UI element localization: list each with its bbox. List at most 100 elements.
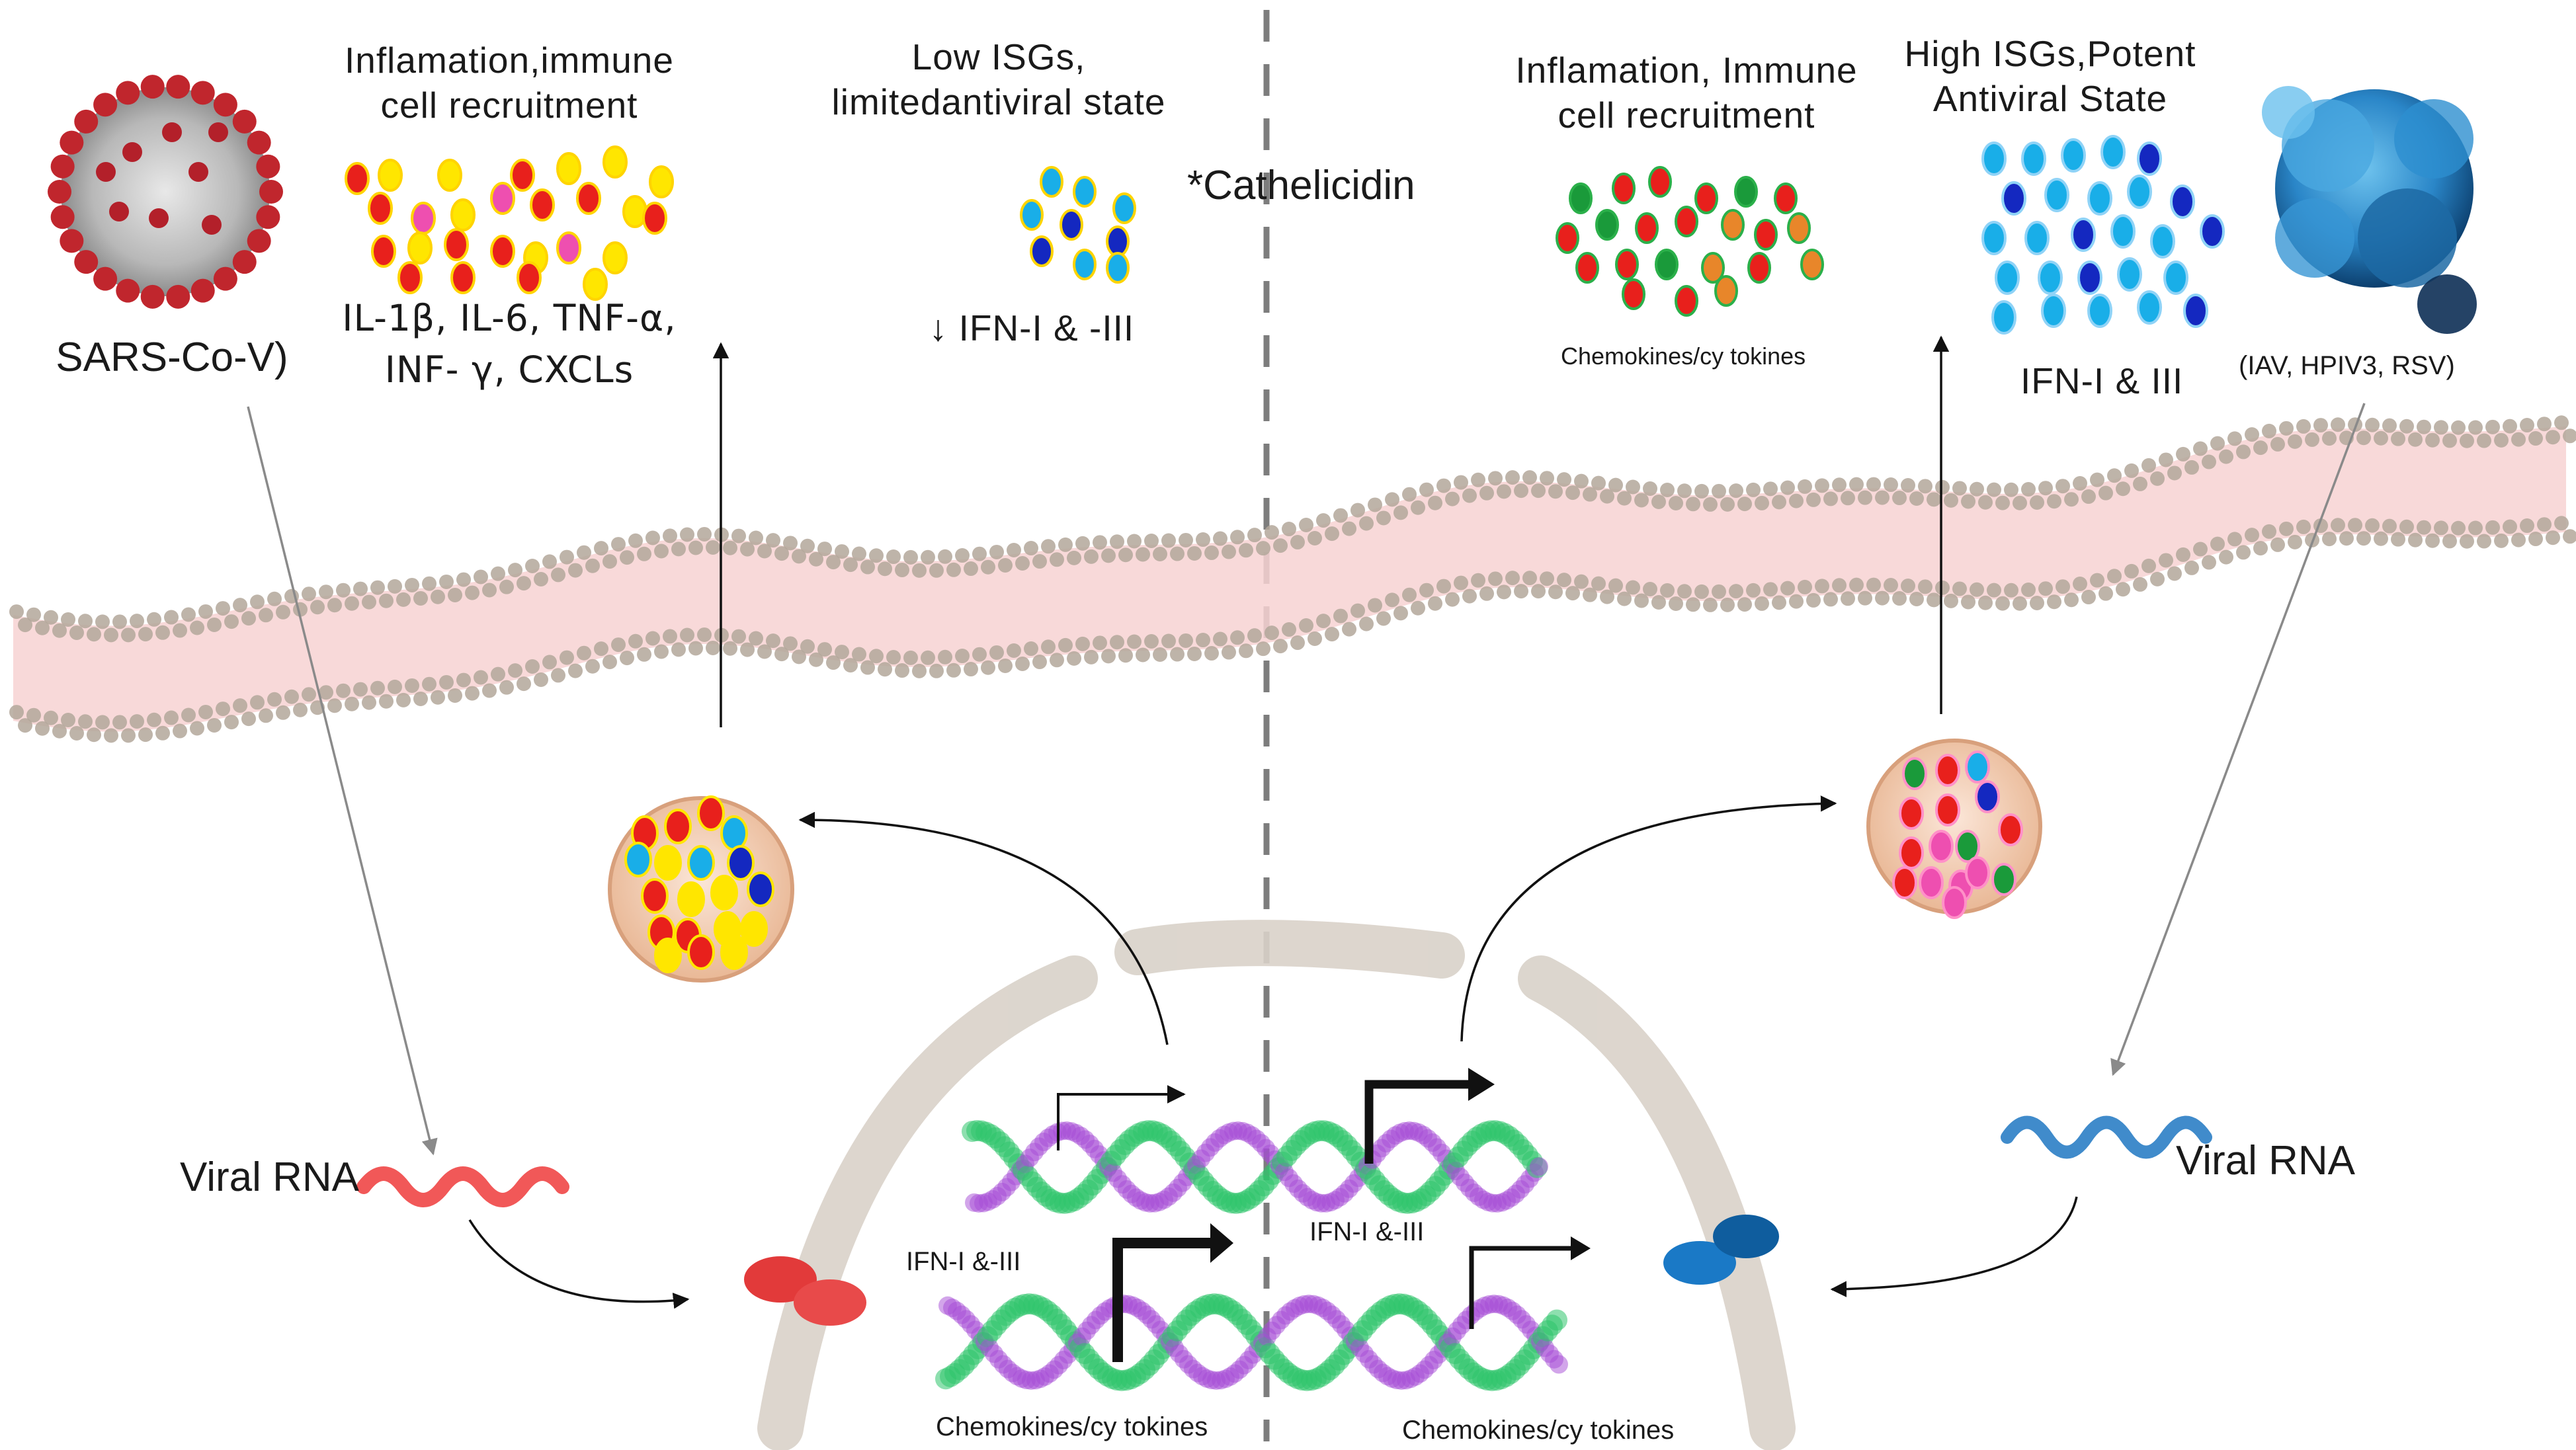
high-isgs-title-1: High ISGs,Potent xyxy=(1904,33,2196,74)
molecule-dot xyxy=(1073,176,1097,208)
left-cytokines-line-1: IL-1β, IL-6, TNF-α, xyxy=(342,297,677,339)
left-rna-sensor xyxy=(744,1256,866,1326)
molecule-dot xyxy=(2087,294,2112,328)
left-inflammation-title-1: Inflamation,immune xyxy=(345,40,674,81)
left-inflammation-title-2: cell recruitment xyxy=(380,85,638,126)
molecule-dot xyxy=(1635,212,1659,244)
right-viral-rna-icon xyxy=(2001,1115,2212,1159)
molecule-dot xyxy=(2170,184,2195,219)
right-ifn-label: IFN-I & III xyxy=(2020,360,2184,401)
left-cytokine-cluster xyxy=(345,145,674,301)
right-ifn-cluster xyxy=(1981,135,2225,335)
molecule-dot xyxy=(1675,285,1698,317)
molecule-dot xyxy=(1622,278,1645,310)
molecule-dot xyxy=(1112,192,1136,224)
molecule-dot xyxy=(1106,225,1130,257)
left-cytokines-line-2: INF- γ, CXCLs xyxy=(384,348,634,391)
molecule-dot xyxy=(720,815,748,851)
right-chemokines-label: Chemokines/cy tokines xyxy=(1561,342,1806,370)
sars-cov-virus-label: SARS-Co-V) xyxy=(56,335,288,380)
molecule-dot xyxy=(1935,793,1960,826)
high-isgs-title-2: Antiviral State xyxy=(1932,78,2168,119)
molecule-dot xyxy=(649,165,674,198)
molecule-dot xyxy=(1575,252,1599,284)
molecule-dot xyxy=(1998,813,2023,846)
molecule-dot xyxy=(1800,249,1824,280)
molecule-dot xyxy=(1991,300,2016,335)
molecule-dot xyxy=(1694,182,1718,214)
molecule-dot xyxy=(1030,235,1054,267)
molecule-dot xyxy=(411,202,436,235)
right-chemokine-cluster xyxy=(1556,166,1824,317)
cathelicidin-label: *Cathelicidin xyxy=(1187,163,1415,208)
right-inflammation-title-1: Inflamation, Immune xyxy=(1515,50,1858,91)
low-isgs-title-2: limitedantiviral state xyxy=(831,81,1166,122)
molecule-dot xyxy=(583,268,608,301)
left-gene-ifn-label: IFN-I &-III xyxy=(906,1247,1021,1276)
right-inflammation-title-2: cell recruitment xyxy=(1558,95,1815,136)
molecule-dot xyxy=(1701,252,1725,284)
molecule-dot xyxy=(654,845,682,881)
process-arrows xyxy=(247,335,2366,1309)
molecule-dot xyxy=(378,159,403,192)
molecule-dot xyxy=(687,934,715,970)
molecule-dot xyxy=(517,261,542,294)
molecule-dot xyxy=(624,842,652,877)
left-ifn-cluster xyxy=(1020,166,1136,284)
molecule-dot xyxy=(2200,214,2225,249)
molecule-dot xyxy=(1569,182,1593,214)
molecule-dot xyxy=(2100,135,2126,169)
left-ifn-label: ↓ IFN-I & -III xyxy=(929,307,1135,348)
molecule-dot xyxy=(1059,209,1083,241)
molecule-dot xyxy=(1965,750,1990,784)
molecule-dot xyxy=(664,809,692,844)
molecule-dot xyxy=(2137,141,2162,176)
low-isgs-title-1: Low ISGs, xyxy=(911,36,1086,77)
molecule-dot xyxy=(345,162,370,195)
molecule-dot xyxy=(450,261,476,294)
molecule-dot xyxy=(687,845,715,881)
molecule-dot xyxy=(1995,261,2020,295)
molecule-dot xyxy=(1721,209,1745,241)
left-viral-rna-icon xyxy=(356,1166,569,1207)
molecule-dot xyxy=(1615,249,1639,280)
molecule-dot xyxy=(2041,294,2066,328)
molecule-dot xyxy=(2137,290,2162,325)
molecule-dot xyxy=(654,938,682,973)
molecule-dot xyxy=(602,145,628,179)
dna-strands xyxy=(935,1120,1568,1391)
molecule-dot xyxy=(490,235,515,268)
molecule-dot xyxy=(1073,249,1097,280)
molecule-dot xyxy=(1655,249,1679,280)
molecule-dot xyxy=(740,911,768,947)
molecule-dot xyxy=(1942,886,1967,919)
molecule-dot xyxy=(1935,754,1960,787)
molecule-dot xyxy=(1965,856,1990,889)
molecule-dot xyxy=(1899,797,1924,830)
molecule-dot xyxy=(371,235,396,268)
molecule-dot xyxy=(1899,836,1924,869)
molecule-dot xyxy=(437,159,462,192)
molecule-dot xyxy=(1106,252,1130,284)
molecule-dot xyxy=(556,152,581,185)
molecule-dot xyxy=(1902,757,1927,790)
molecule-dot xyxy=(642,202,667,235)
molecule-dot xyxy=(2110,214,2136,249)
right-viral-rna-label: Viral RNA xyxy=(2176,1138,2356,1184)
molecule-dot xyxy=(1714,275,1738,307)
right-secretory-vesicle xyxy=(1866,739,2042,919)
molecule-dot xyxy=(677,881,705,917)
molecule-dot xyxy=(1675,206,1698,237)
molecule-dot xyxy=(556,231,581,264)
molecule-dot xyxy=(2087,181,2112,216)
molecule-dot xyxy=(720,934,748,970)
molecule-dot xyxy=(450,198,476,231)
molecule-dot xyxy=(1787,212,1811,244)
molecule-dot xyxy=(1892,866,1917,899)
molecule-dot xyxy=(747,871,774,907)
molecule-dot xyxy=(2038,261,2063,295)
left-gene-chemokines-label: Chemokines/cy tokines xyxy=(936,1412,1208,1441)
sars-cov-2-virion-icon xyxy=(48,75,283,309)
right-gene-ifn-label: IFN-I &-III xyxy=(1309,1217,1425,1246)
